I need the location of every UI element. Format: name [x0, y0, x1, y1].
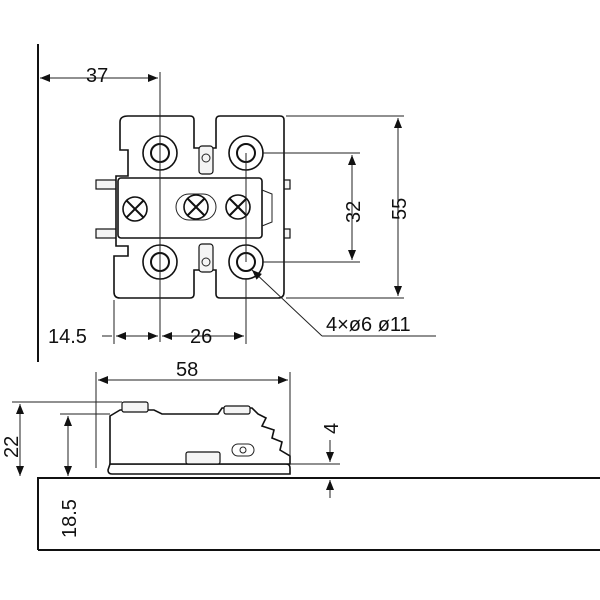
side-boss-right [223, 405, 251, 415]
dim-18-5: 18.5 [59, 413, 110, 538]
side-boss-left [121, 401, 149, 413]
left-screw [122, 196, 148, 222]
side-cam [185, 451, 221, 465]
top-view: 37 32 55 14.5 26 [37, 44, 436, 362]
center-screw [183, 194, 209, 220]
dim-4-label: 4 [321, 423, 343, 434]
side-plate-body [109, 407, 291, 465]
dim-37-label: 37 [86, 65, 108, 87]
dim-18-5-label: 18.5 [59, 499, 81, 538]
left-lower-tab [95, 228, 119, 239]
lower-cam [198, 243, 214, 273]
dim-4: 4 [290, 423, 343, 498]
dim-26-label: 26 [190, 326, 212, 348]
cabinet-panel [37, 477, 600, 550]
dim-55-label: 55 [389, 198, 411, 220]
dim-32-label: 32 [343, 201, 365, 223]
right-screw [225, 194, 251, 220]
dim-22-label: 22 [1, 436, 23, 458]
dim-32: 32 [262, 152, 365, 263]
side-slot-pin [239, 446, 247, 454]
dim-14-5-label: 14.5 [48, 326, 87, 348]
carrier-right-notch [261, 189, 273, 227]
hole-callout-label: 4×ø6 ø11 [326, 314, 411, 336]
adjustment-slot [175, 193, 217, 221]
dim-58: 58 [95, 359, 291, 468]
left-upper-tab [95, 179, 119, 190]
dim-55: 55 [286, 115, 411, 299]
dim-22: 22 [1, 401, 122, 476]
side-view: 58 22 18.5 4 [1, 359, 600, 551]
dim-14-5-and-26: 14.5 26 [48, 278, 247, 348]
side-plate-base [107, 463, 291, 475]
hole-callout: 4×ø6 ø11 [251, 269, 436, 337]
side-slot [231, 443, 255, 457]
dim-58-label: 58 [176, 359, 198, 381]
upper-cam [198, 145, 214, 175]
dim-37: 37 [40, 65, 158, 87]
